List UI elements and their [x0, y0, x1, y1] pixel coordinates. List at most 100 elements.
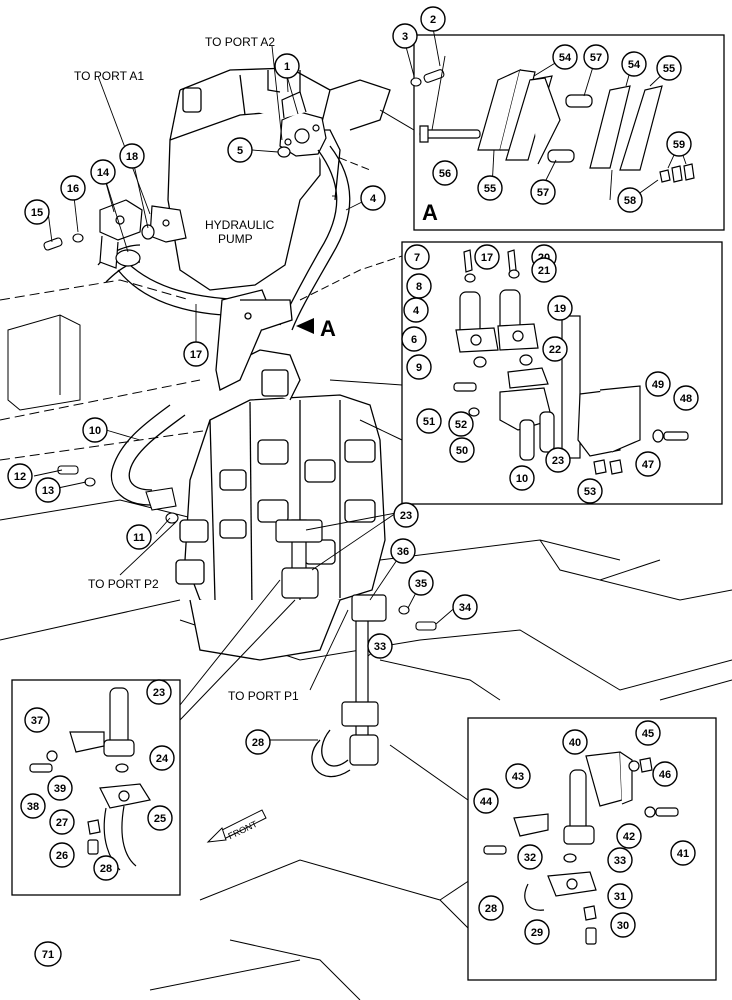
callout-55: 55: [656, 55, 682, 81]
callout-number: 38: [27, 801, 39, 813]
callout-number: 47: [642, 459, 654, 471]
callout-circle: [652, 761, 678, 787]
callout-number: 7: [414, 252, 420, 264]
callout-19: 19: [547, 295, 573, 321]
callout-number: 34: [459, 602, 472, 614]
callout-number: 36: [397, 546, 409, 558]
callout-number: 55: [663, 63, 675, 75]
callout-circle: [146, 679, 172, 705]
callout-circle: [610, 912, 636, 938]
callout-number: 10: [516, 473, 528, 485]
callout-circle: [478, 895, 504, 921]
callout-circle: [408, 570, 434, 596]
callout-layer: 1234514151617185454555556575758597172082…: [7, 6, 699, 945]
callout-number: 49: [652, 379, 664, 391]
callout-28: 28: [245, 729, 271, 755]
callout-circle: [392, 23, 418, 49]
callout-circle: [20, 793, 46, 819]
callout-circle: [552, 44, 578, 70]
callout-23: 23: [545, 447, 571, 473]
callout-circle: [406, 354, 432, 380]
callout-32: 32: [517, 844, 543, 870]
callout-circle: [505, 763, 531, 789]
inset-bl-parts: [29, 687, 151, 871]
callout-57: 57: [583, 44, 609, 70]
callout-34: 34: [452, 594, 478, 620]
callout-7: 7: [404, 244, 430, 270]
callout-number: 3: [402, 31, 408, 43]
callout-number: 30: [617, 920, 629, 932]
callout-27: 27: [49, 809, 75, 835]
callout-18: 18: [119, 143, 145, 169]
callout-number: 4: [370, 193, 377, 205]
callout-circle: [607, 847, 633, 873]
callout-number: 23: [400, 510, 412, 522]
label-port-a2: TO PORT A2: [205, 35, 275, 49]
callout-4: 4: [403, 297, 429, 323]
callout-number: 35: [415, 578, 427, 590]
callout-number: 32: [524, 852, 536, 864]
callout-circle: [7, 463, 33, 489]
callout-number: 1: [284, 61, 290, 73]
callout-circle: [93, 855, 119, 881]
callout-35: 35: [408, 570, 434, 596]
callout-41: 41: [670, 840, 696, 866]
callout-2: 2: [420, 6, 446, 32]
callout-23: 23: [146, 679, 172, 705]
callout-number: 11: [133, 532, 145, 544]
callout-38: 38: [20, 793, 46, 819]
callout-30: 30: [610, 912, 636, 938]
callout-3: 3: [392, 23, 418, 49]
callout-33: 33: [367, 633, 393, 659]
callout-circle: [473, 788, 499, 814]
callout-42: 42: [616, 823, 642, 849]
callout-number: 23: [153, 687, 165, 699]
callout-number: 26: [56, 850, 68, 862]
callout-number: 21: [538, 265, 550, 277]
callout-circle: [635, 451, 661, 477]
callout-49: 49: [645, 371, 671, 397]
callout-10: 10: [509, 465, 535, 491]
inset-right-parts: [453, 249, 689, 475]
callout-44: 44: [473, 788, 499, 814]
label-view-a: A: [422, 200, 438, 225]
callout-10: 10: [82, 417, 108, 443]
callout-circle: [60, 175, 86, 201]
callout-circle: [616, 823, 642, 849]
callout-circle: [274, 53, 300, 79]
callout-number: 37: [31, 715, 43, 727]
callout-number: 25: [154, 813, 166, 825]
callout-26: 26: [49, 842, 75, 868]
callout-25: 25: [147, 805, 173, 831]
callout-circle: [530, 179, 556, 205]
callout-circle: [404, 244, 430, 270]
callout-number: 17: [190, 349, 202, 361]
callout-22: 22: [542, 336, 568, 362]
callout-circle: [49, 842, 75, 868]
callout-circle: [390, 538, 416, 564]
callout-number: 16: [67, 183, 79, 195]
callout-number: 31: [614, 891, 626, 903]
callout-circle: [119, 143, 145, 169]
callout-number: 44: [480, 796, 493, 808]
callout-1: 1: [274, 53, 300, 79]
callout-circle: [432, 160, 458, 186]
callout-circle: [416, 408, 442, 434]
callout-50: 50: [449, 437, 475, 463]
callout-number: 54: [628, 59, 641, 71]
callout-39: 39: [47, 775, 73, 801]
callout-number: 17: [481, 252, 493, 264]
callout-9: 9: [406, 354, 432, 380]
callout-36: 36: [390, 538, 416, 564]
callout-number: 50: [456, 445, 468, 457]
callout-5: 5: [227, 137, 253, 163]
inset-a-parts: [419, 68, 695, 183]
callout-number: 29: [531, 927, 543, 939]
callout-circle: [547, 295, 573, 321]
callout-28: 28: [478, 895, 504, 921]
callout-56: 56: [432, 160, 458, 186]
callout-58: 58: [617, 187, 643, 213]
callout-circle: [449, 437, 475, 463]
callout-circle: [420, 6, 446, 32]
callout-59: 59: [666, 131, 692, 157]
